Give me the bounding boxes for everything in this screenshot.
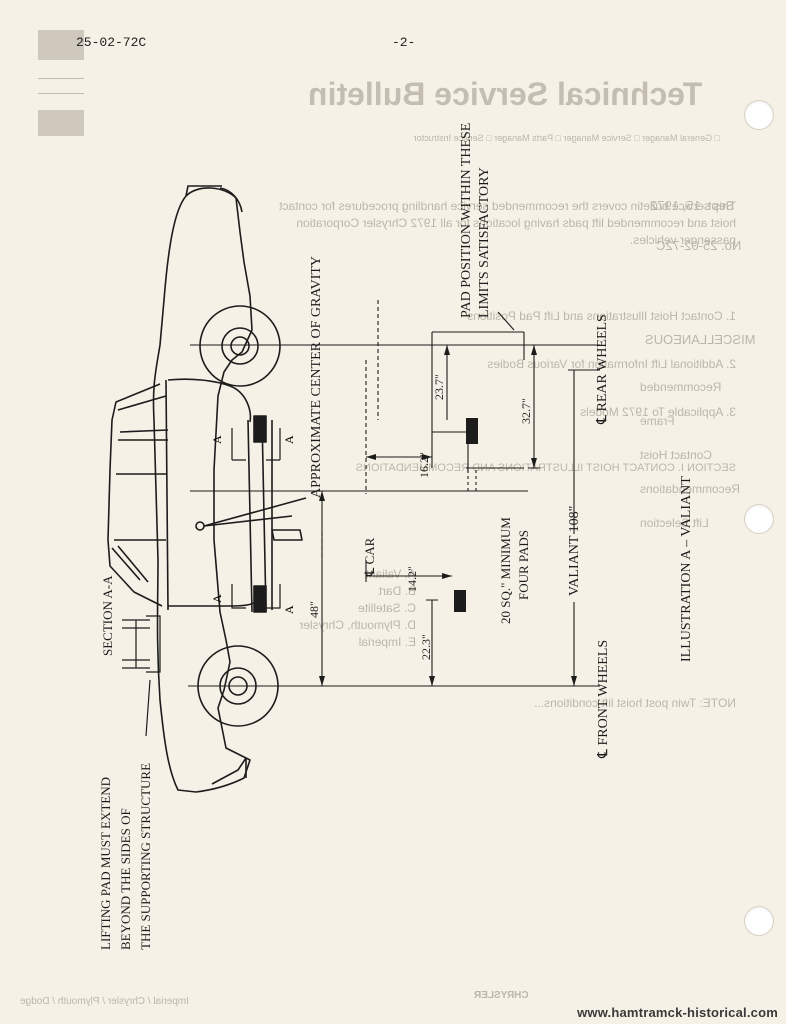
- dimension-14-2: 14.2": [405, 566, 419, 592]
- front-wheels-label: ℄ FRONT WHEELS: [596, 640, 611, 759]
- dimension-16-2: 16.2": [417, 452, 431, 478]
- arrow-head: [531, 458, 537, 468]
- cog-leader-line: [203, 515, 293, 527]
- bleed-logo-block: [38, 30, 84, 60]
- dimension-arrows: [319, 345, 577, 686]
- front-pad-position-marker: [454, 590, 466, 612]
- rear-bumper-edge: [185, 185, 222, 197]
- dimension-23-7: 23.7": [432, 374, 446, 400]
- minimum-pads-label-line1: 20 SQ." MINIMUM: [498, 517, 513, 624]
- watermark: www.hamtramck-historical.com: [577, 1005, 778, 1020]
- arrow-head: [442, 573, 452, 579]
- arrow-head: [366, 454, 376, 460]
- section-mark-line: [266, 428, 281, 461]
- wheelbase-label: VALIANT 108": [567, 506, 582, 596]
- section-label-a: A: [210, 594, 224, 603]
- bleed-logo-chrysler: [38, 78, 84, 94]
- binder-hole: [744, 906, 774, 936]
- minimum-pads-label-line2: FOUR PADS: [516, 530, 531, 600]
- lifting-pad-note-line1: LIFTING PAD MUST EXTEND: [98, 777, 113, 950]
- arrow-head: [429, 676, 435, 686]
- arrow-head: [571, 676, 577, 686]
- bleed-logo-block-2: [38, 110, 84, 136]
- pad-position-limits: [321, 300, 600, 686]
- pad-section: [146, 615, 161, 673]
- windshield-lines: [111, 545, 149, 583]
- binder-hole: [744, 504, 774, 534]
- rear-window-line: [117, 395, 167, 411]
- car-centerline-label: ℄ CAR: [362, 537, 377, 577]
- dimension-line-22-3: [426, 599, 438, 686]
- center-of-gravity-marker: [195, 521, 205, 531]
- dimension-22-3: 22.3": [419, 634, 433, 660]
- arrow-head: [531, 345, 537, 355]
- center-of-gravity-label: APPROXIMATE CENTER OF GRAVITY: [309, 256, 324, 498]
- arrow-head: [422, 454, 432, 460]
- c-pillar-lines: [118, 429, 169, 441]
- dimension-extension: [467, 470, 477, 494]
- illustration-title: ILLUSTRATION A – VALIANT: [679, 476, 694, 662]
- binder-hole: [744, 100, 774, 130]
- rear-pad-position-marker: [466, 418, 478, 444]
- section-a-a-detail: [122, 615, 161, 737]
- i-beam-shape: [122, 619, 150, 669]
- rear-quarter-line: [167, 378, 252, 423]
- dimension-48: 48": [307, 601, 321, 618]
- lifting-pad-note-line3: THE SUPPORTING STRUCTURE: [138, 763, 153, 950]
- dimension-32-7: 32.7": [519, 398, 533, 424]
- lifting-pad-leader: [145, 679, 151, 737]
- car-body-outline: [152, 187, 253, 793]
- rear-lift-pad: [253, 415, 267, 443]
- section-a-a-label: SECTION A-A: [100, 575, 115, 656]
- centerlines: [188, 344, 600, 687]
- dimension-line-14-2: [365, 560, 452, 582]
- rear-wheels-label: ℄ REAR WHEELS: [595, 314, 610, 425]
- car-side-view: [107, 185, 307, 793]
- roof-outline: [107, 383, 163, 607]
- diagram-labels: PAD POSITION WITHIN THESE LIMITS SATISFA…: [98, 123, 694, 950]
- pad-position-leader: [497, 311, 515, 331]
- section-label-a: A: [282, 605, 296, 614]
- front-lift-pad: [253, 585, 267, 613]
- page-number: -2-: [392, 35, 416, 50]
- rocker-panel-lines: [247, 417, 273, 613]
- beltline: [165, 379, 169, 611]
- arrow-head: [319, 491, 325, 501]
- section-mark-line: [231, 584, 246, 609]
- rear-wheel: [199, 305, 281, 387]
- lifting-pad-note-line2: BEYOND THE SIDES OF: [118, 808, 133, 950]
- arrow-head: [319, 676, 325, 686]
- door-handle: [271, 529, 303, 541]
- rear-bumper: [219, 187, 243, 213]
- section-label-a: A: [282, 435, 296, 444]
- arrow-head: [444, 345, 450, 355]
- section-label-a: A: [210, 435, 224, 444]
- pad-position-label-line1: PAD POSITION WITHIN THESE: [459, 123, 474, 318]
- document-number: 25-02-72C: [76, 35, 147, 50]
- cog-leader-line: [203, 497, 307, 527]
- section-marks: [231, 428, 281, 609]
- section-mark-line: [231, 428, 246, 461]
- front-bumper: [211, 757, 247, 785]
- pad-position-label-line2: LIMITS SATISFACTORY: [477, 167, 492, 318]
- section-mark-line: [266, 584, 281, 609]
